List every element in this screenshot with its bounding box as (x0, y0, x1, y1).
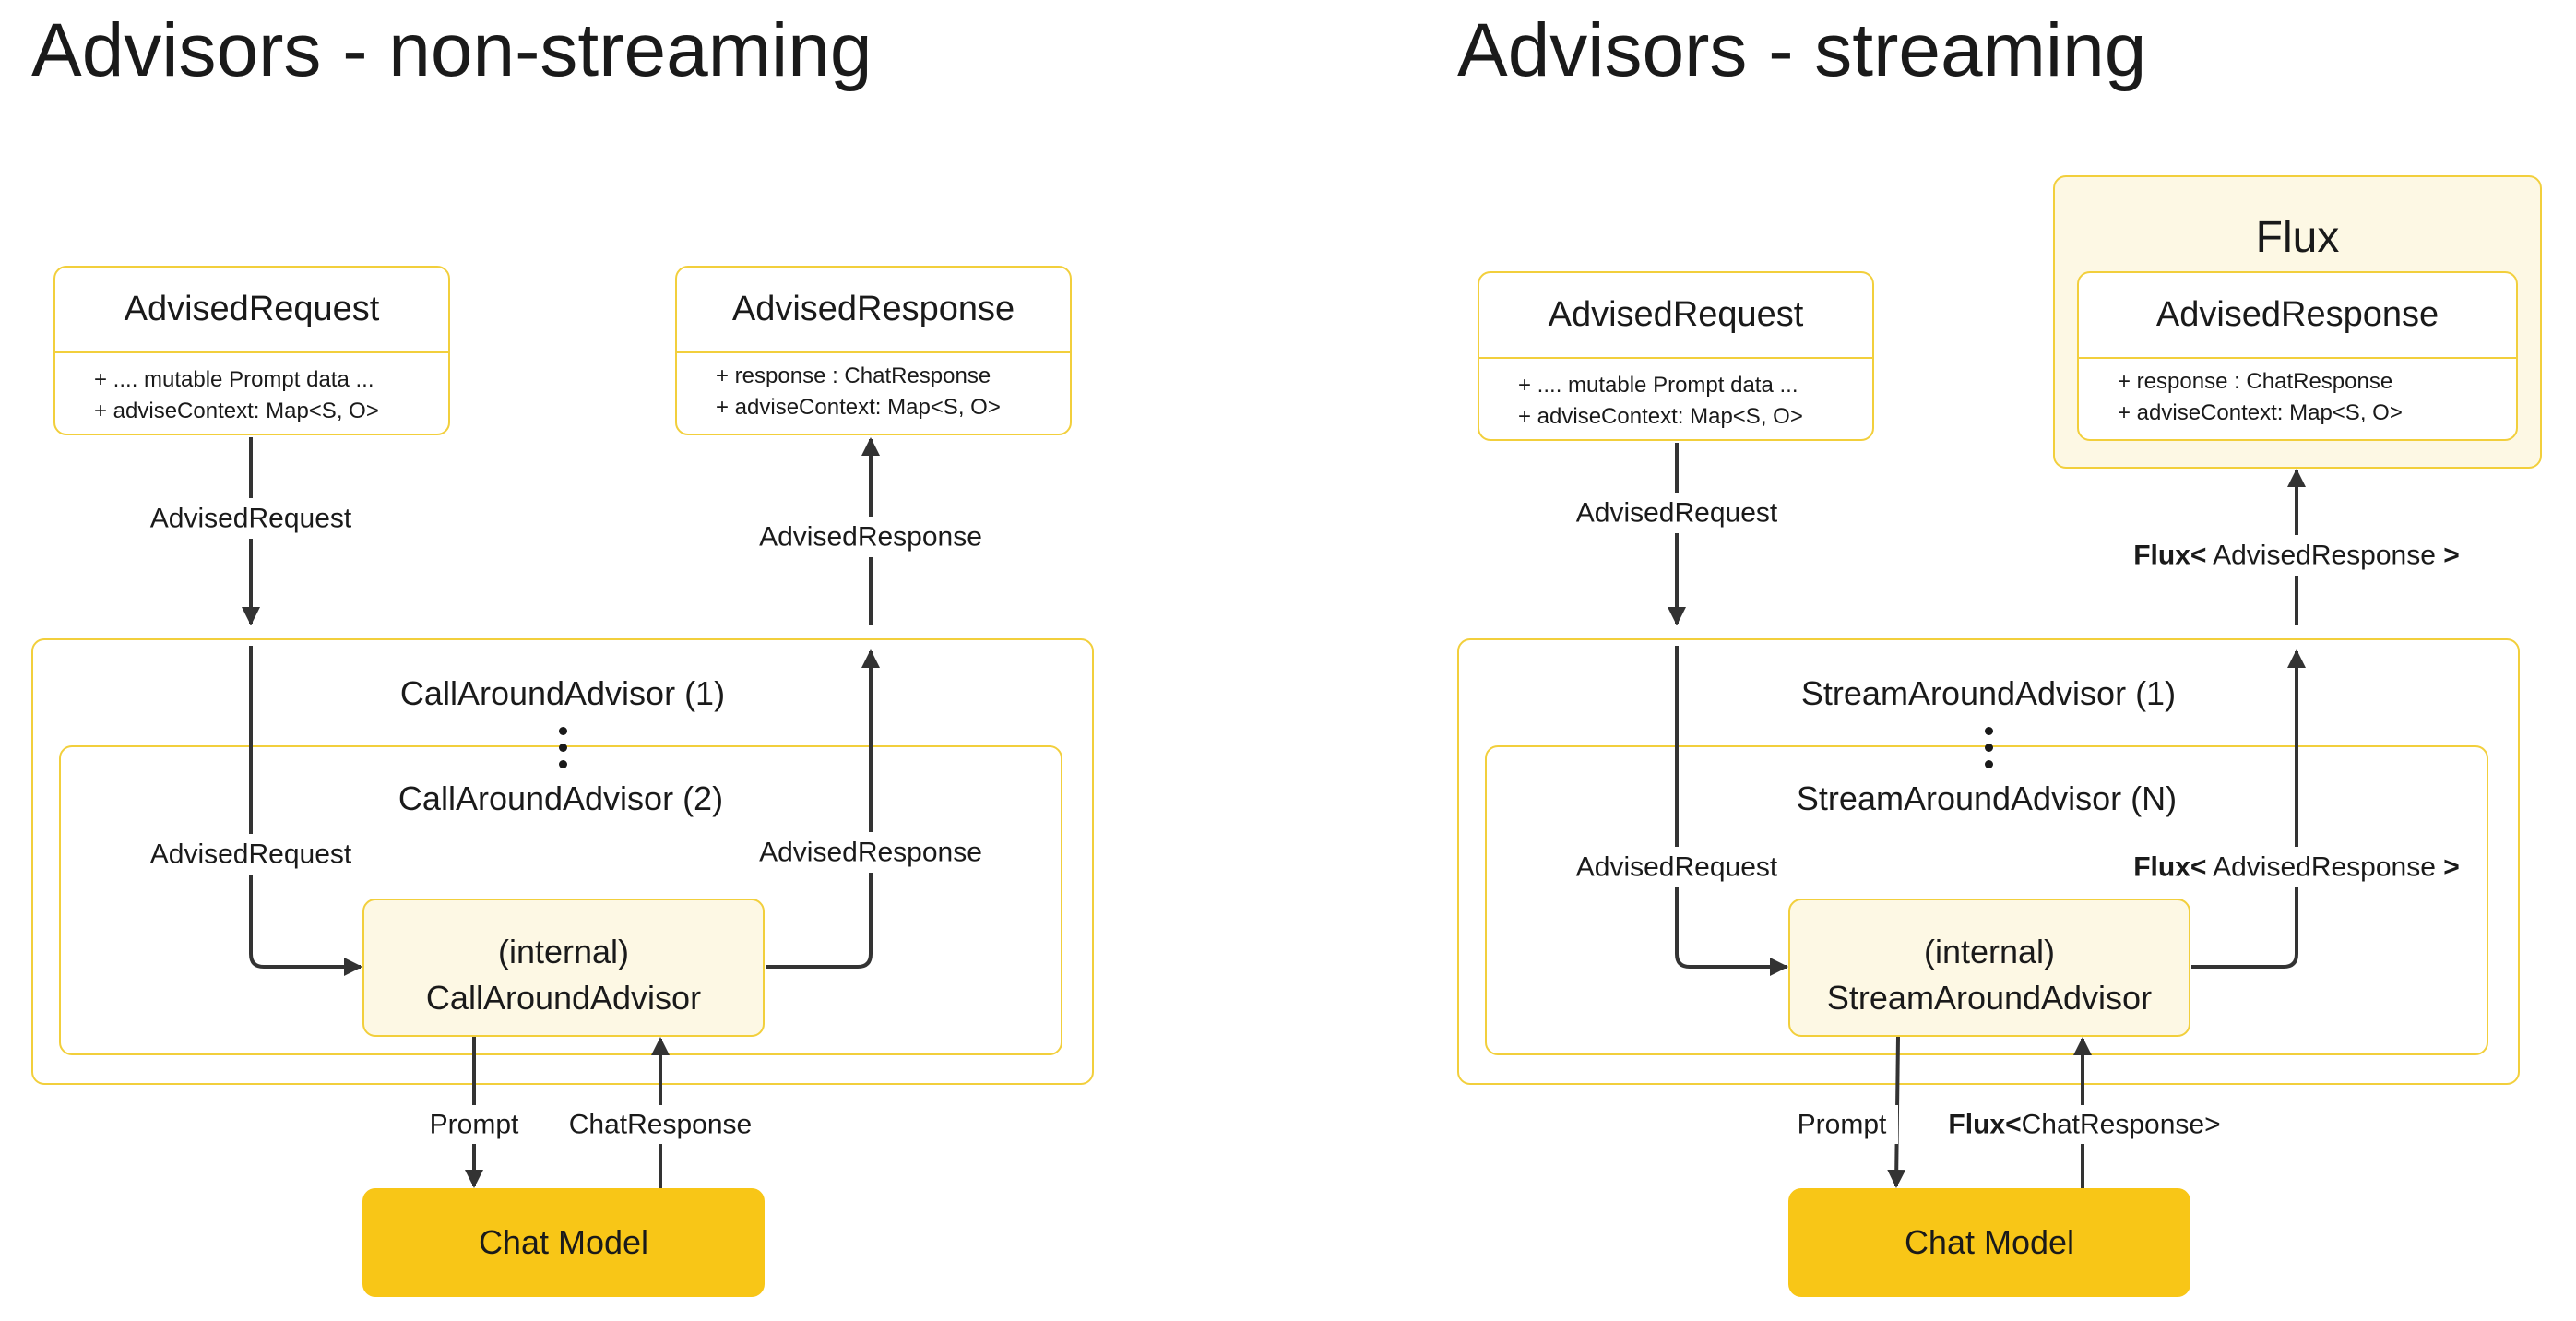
right-internal-line1: (internal) (1923, 933, 2056, 970)
left-label-chat-response: ChatResponse (568, 1109, 753, 1140)
right-label-flux-chat-mid: ChatResponse> (2021, 1109, 2221, 1140)
right-advised-response-class: AdvisedResponse + response : ChatRespons… (2077, 271, 2518, 441)
right-advised-request-class: AdvisedRequest + .... mutable Prompt dat… (1478, 271, 1874, 441)
left-response-class-name: AdvisedResponse (677, 268, 1070, 353)
right-label-flux-top-mid: AdvisedResponse (2206, 540, 2444, 571)
left-inner-advisor-label: CallAroundAdvisor (2) (398, 780, 724, 817)
left-arrow-response-inner (766, 649, 880, 969)
right-ellipsis-dot (1985, 727, 1993, 735)
right-request-attr1: + .... mutable Prompt data ... (1518, 373, 1798, 398)
left-label-request-inner: AdvisedRequest (149, 839, 352, 870)
right-chat-model: Chat Model (1788, 1188, 2190, 1297)
left-ellipsis-dot (559, 727, 567, 735)
right-flux-title: Flux (2255, 213, 2340, 262)
right-label-flux-inner-end: > (2443, 851, 2460, 883)
right-label-prompt: Prompt (1797, 1109, 1887, 1140)
right-inner-advisor-label: StreamAroundAdvisor (N) (1796, 780, 2178, 817)
left-response-attr1: + response : ChatResponse (716, 363, 991, 388)
right-response-class-name: AdvisedResponse (2079, 273, 2516, 359)
right-label-request-top: AdvisedRequest (1575, 497, 1778, 529)
right-request-attr2: + adviseContext: Map<S, O> (1518, 404, 1803, 429)
right-title: Advisors - streaming (1457, 8, 2147, 92)
left-label-response-inner: AdvisedResponse (759, 837, 982, 868)
left-request-class-name: AdvisedRequest (55, 268, 448, 353)
right-response-attr2: + adviseContext: Map<S, O> (2118, 400, 2403, 425)
left-outer-advisor-label: CallAroundAdvisor (1) (399, 674, 726, 712)
left-arrow-request-inner (249, 646, 362, 976)
right-request-class-name: AdvisedRequest (1479, 273, 1872, 359)
left-title: Advisors - non-streaming (31, 8, 873, 92)
right-label-flux-inner-bold: Flux< (2133, 851, 2207, 883)
right-response-attr1: + response : ChatResponse (2118, 369, 2393, 394)
left-label-prompt: Prompt (429, 1109, 519, 1140)
right-label-flux-top-bold: Flux< (2133, 540, 2207, 571)
right-label-request-inner: AdvisedRequest (1575, 851, 1778, 883)
left-internal-line2: CallAroundAdvisor (425, 979, 702, 1017)
left-advised-response-class: AdvisedResponse + response : ChatRespons… (675, 266, 1072, 435)
right-internal-advisor: (internal) StreamAroundAdvisor (1788, 899, 2190, 1037)
left-label-request-top: AdvisedRequest (149, 503, 352, 534)
right-ellipsis-dot (1985, 744, 1993, 752)
right-label-flux-inner-mid: AdvisedResponse (2206, 851, 2444, 883)
right-label-flux-inner: Flux< AdvisedResponse > (2133, 850, 2460, 885)
left-response-attr2: + adviseContext: Map<S, O> (716, 395, 1001, 420)
right-arrow-response-inner (2191, 649, 2306, 969)
right-arrow-request-inner (1675, 646, 1788, 976)
right-ellipsis-dot (1985, 760, 1993, 768)
left-request-attr2: + adviseContext: Map<S, O> (94, 399, 379, 423)
left-advised-request-class: AdvisedRequest + .... mutable Prompt dat… (53, 266, 450, 435)
left-internal-advisor: (internal) CallAroundAdvisor (362, 899, 765, 1037)
right-internal-line2: StreamAroundAdvisor (1826, 979, 2153, 1017)
left-label-response-top: AdvisedResponse (759, 521, 982, 553)
left-request-attr1: + .... mutable Prompt data ... (94, 367, 374, 392)
right-label-flux-top-end: > (2443, 540, 2460, 571)
left-ellipsis-dot (559, 760, 567, 768)
right-label-flux-chat: Flux<ChatResponse> (1948, 1107, 2220, 1142)
right-label-flux-top: Flux< AdvisedResponse > (2133, 538, 2460, 573)
left-ellipsis-dot (559, 744, 567, 752)
right-outer-advisor-label: StreamAroundAdvisor (1) (1800, 674, 2177, 712)
left-chat-model: Chat Model (362, 1188, 765, 1297)
left-internal-line1: (internal) (497, 933, 630, 970)
right-label-flux-chat-bold: Flux< (1948, 1109, 2022, 1140)
